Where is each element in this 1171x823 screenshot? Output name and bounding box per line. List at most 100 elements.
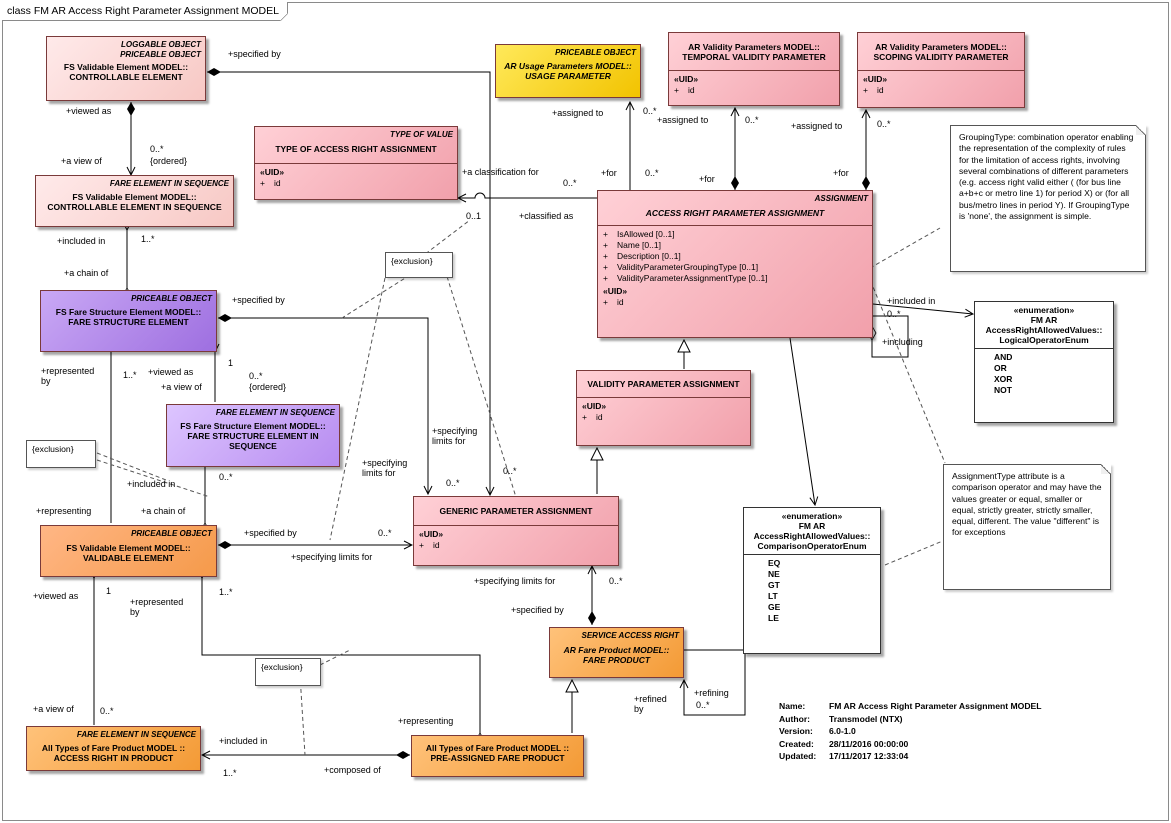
attr-id: id (617, 297, 624, 307)
class-validable-element[interactable]: PRICEABLE OBJECT FS Validable Element MO… (40, 525, 217, 577)
stereotype: PRICEABLE OBJECT (131, 294, 212, 303)
stereotype: LOGGABLE OBJECT (120, 40, 201, 49)
attr-id: id (877, 85, 884, 95)
class-temporal-validity-parameter[interactable]: AR Validity Parameters MODEL:: TEMPORAL … (668, 32, 840, 106)
meta-created: 28/11/2016 00:00:00 (829, 738, 909, 749)
note-exclusion: {exclusion} (385, 252, 453, 278)
stereotype: ASSIGNMENT (814, 194, 868, 203)
meta-updated: 17/11/2017 12:33:04 (829, 751, 909, 761)
label-a-classification-for: +a classification for (462, 167, 539, 177)
label-specified-by: +specified by (511, 605, 564, 615)
uid-stereotype: «UID» (603, 286, 628, 296)
class-name: AR Validity Parameters MODEL:: SCOPING V… (873, 42, 1009, 62)
meta-name: FM AR Access Right Parameter Assignment … (829, 701, 1042, 711)
label-multiplicity: 1 (106, 586, 112, 596)
label-multiplicity: 0..* (609, 576, 623, 586)
uid-stereotype: «UID» (419, 529, 444, 539)
enum-item: OR (994, 363, 1007, 373)
class-usage-parameter[interactable]: PRICEABLE OBJECT AR Usage Parameters MOD… (495, 44, 641, 98)
attr-id: id (688, 85, 695, 95)
label-ordered: {ordered} (150, 156, 188, 166)
class-fare-structure-element[interactable]: PRICEABLE OBJECT FS Fare Structure Eleme… (40, 290, 217, 352)
uid-stereotype: «UID» (260, 167, 285, 177)
meta-key: Author: (779, 713, 811, 724)
label-included-in: +included in (127, 479, 176, 489)
label-refining: +refining (694, 688, 729, 698)
label-multiplicity: 1..* (141, 234, 155, 244)
label-multiplicity: 0..* (696, 700, 710, 710)
class-pre-assigned-fare-product[interactable]: All Types of Fare Product MODEL :: PRE-A… (411, 735, 584, 777)
class-fare-structure-element-in-sequence[interactable]: FARE ELEMENT IN SEQUENCE FS Fare Structu… (166, 404, 340, 467)
label-specifying-limits-for: +specifying limits for (362, 458, 408, 478)
label-assigned-to: +assigned to (657, 115, 709, 125)
meta-key: Updated: (779, 751, 817, 761)
uid-stereotype: «UID» (582, 401, 607, 411)
label-representing: +representing (398, 716, 454, 726)
attr-name: Name [0..1] (617, 240, 661, 250)
class-type-of-access-right-assignment[interactable]: TYPE OF VALUE TYPE OF ACCESS RIGHT ASSIG… (254, 126, 458, 200)
label-multiplicity: 0..* (563, 178, 577, 188)
stereotype: FARE ELEMENT IN SEQUENCE (76, 730, 196, 739)
enum-item: GT (768, 580, 780, 590)
enum-item: LE (768, 613, 779, 623)
class-generic-parameter-assignment[interactable]: GENERIC PARAMETER ASSIGNMENT «UID» +id (413, 496, 619, 566)
attr-assignment-type: ValidityParameterAssignmentType [0..1] (617, 273, 768, 283)
label-multiplicity: 0..* (249, 371, 263, 381)
label-ordered: {ordered} (249, 382, 287, 392)
label-multiplicity: 1..* (223, 768, 237, 778)
class-access-right-in-product[interactable]: FARE ELEMENT IN SEQUENCE All Types of Fa… (26, 726, 201, 771)
class-name: AR Fare Product MODEL:: FARE PRODUCT (563, 645, 670, 665)
note-exclusion: {exclusion} (255, 658, 321, 686)
class-scoping-validity-parameter[interactable]: AR Validity Parameters MODEL:: SCOPING V… (857, 32, 1025, 108)
enum-logical-operator[interactable]: «enumeration» FM AR AccessRightAllowedVa… (974, 301, 1114, 423)
label-multiplicity: 0..* (150, 144, 164, 154)
enum-item: GE (768, 602, 781, 612)
stereotype: PRICEABLE OBJECT (555, 48, 636, 57)
label-specified-by: +specified by (232, 295, 285, 305)
label-viewed-as: +viewed as (66, 106, 112, 116)
label-represented-by: +represented by (130, 597, 184, 617)
label-specifying-limits-for: +specifying limits for (291, 552, 373, 562)
label-including: +including (882, 337, 923, 347)
label-viewed-as: +viewed as (33, 591, 79, 601)
label-multiplicity: 0..* (100, 706, 114, 716)
stereotype: FARE ELEMENT IN SEQUENCE (215, 408, 335, 417)
label-assigned-to: +assigned to (791, 121, 843, 131)
label-multiplicity: 1 (228, 358, 234, 368)
note-assignment-type: AssignmentType attribute is a comparison… (943, 464, 1111, 590)
class-fare-product[interactable]: SERVICE ACCESS RIGHT AR Fare Product MOD… (549, 627, 684, 678)
enum-item: NOT (994, 385, 1012, 395)
label-multiplicity: 1..* (123, 370, 137, 380)
label-for: +for (699, 174, 715, 184)
class-controllable-element-in-sequence[interactable]: FARE ELEMENT IN SEQUENCE FS Validable El… (35, 175, 234, 227)
diagram-title: class FM AR Access Right Parameter Assig… (2, 2, 288, 21)
label-multiplicity: 0..* (645, 168, 659, 178)
class-name: All Types of Fare Product MODEL :: PRE-A… (425, 743, 570, 763)
stereotype: PRICEABLE OBJECT (131, 529, 212, 538)
class-name: FS Validable Element MODEL:: CONTROLLABL… (63, 62, 189, 82)
label-multiplicity: 0..* (887, 309, 901, 319)
enum-stereotype: «enumeration» (1013, 305, 1075, 315)
class-name: FS Fare Structure Element MODEL:: FARE S… (180, 421, 326, 451)
meta-key: Name: (779, 701, 806, 711)
class-name: TYPE OF ACCESS RIGHT ASSIGNMENT (275, 144, 437, 154)
class-validity-parameter-assignment[interactable]: VALIDITY PARAMETER ASSIGNMENT «UID» +id (576, 370, 751, 446)
label-multiplicity: 0..* (378, 528, 392, 538)
label-a-chain-of: +a chain of (141, 506, 186, 516)
meta-author: Transmodel (NTX) (829, 713, 903, 724)
class-name: FS Fare Structure Element MODEL:: FARE S… (55, 307, 202, 327)
stereotype: PRICEABLE OBJECT (120, 50, 201, 59)
label-a-view-of: +a view of (61, 156, 102, 166)
class-controllable-element[interactable]: LOGGABLE OBJECT PRICEABLE OBJECT FS Vali… (46, 36, 206, 101)
enum-stereotype: «enumeration» (781, 511, 843, 521)
attr-grouping-type: ValidityParameterGroupingType [0..1] (617, 262, 759, 272)
label-a-chain-of: +a chain of (64, 268, 109, 278)
enum-comparison-operator[interactable]: «enumeration» FM AR AccessRightAllowedVa… (743, 507, 881, 654)
label-composed-of: +composed of (324, 765, 381, 775)
label-for: +for (601, 168, 617, 178)
label-refined-by: +refined by (634, 694, 667, 714)
class-name: AR Validity Parameters MODEL:: TEMPORAL … (682, 42, 826, 62)
class-access-right-parameter-assignment[interactable]: ASSIGNMENT ACCESS RIGHT PARAMETER ASSIGN… (597, 190, 873, 338)
enum-name: FM AR AccessRightAllowedValues:: Compari… (753, 521, 871, 551)
